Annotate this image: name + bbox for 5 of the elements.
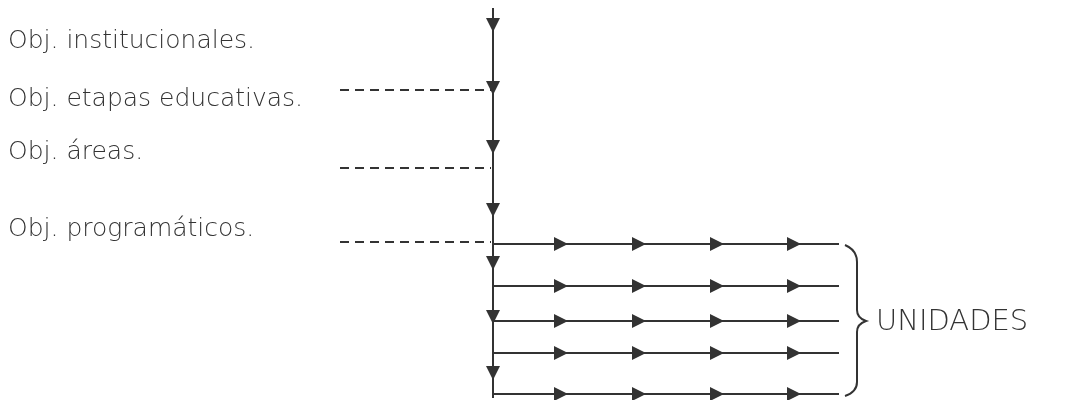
level-label: Obj. programáticos. [8,213,255,243]
level-label: Obj. institucionales. [8,25,256,55]
level-label: Obj. áreas. [8,136,144,166]
level-label: Obj. etapas educativas. [8,83,304,113]
group-label: UNIDADES [876,305,1029,335]
